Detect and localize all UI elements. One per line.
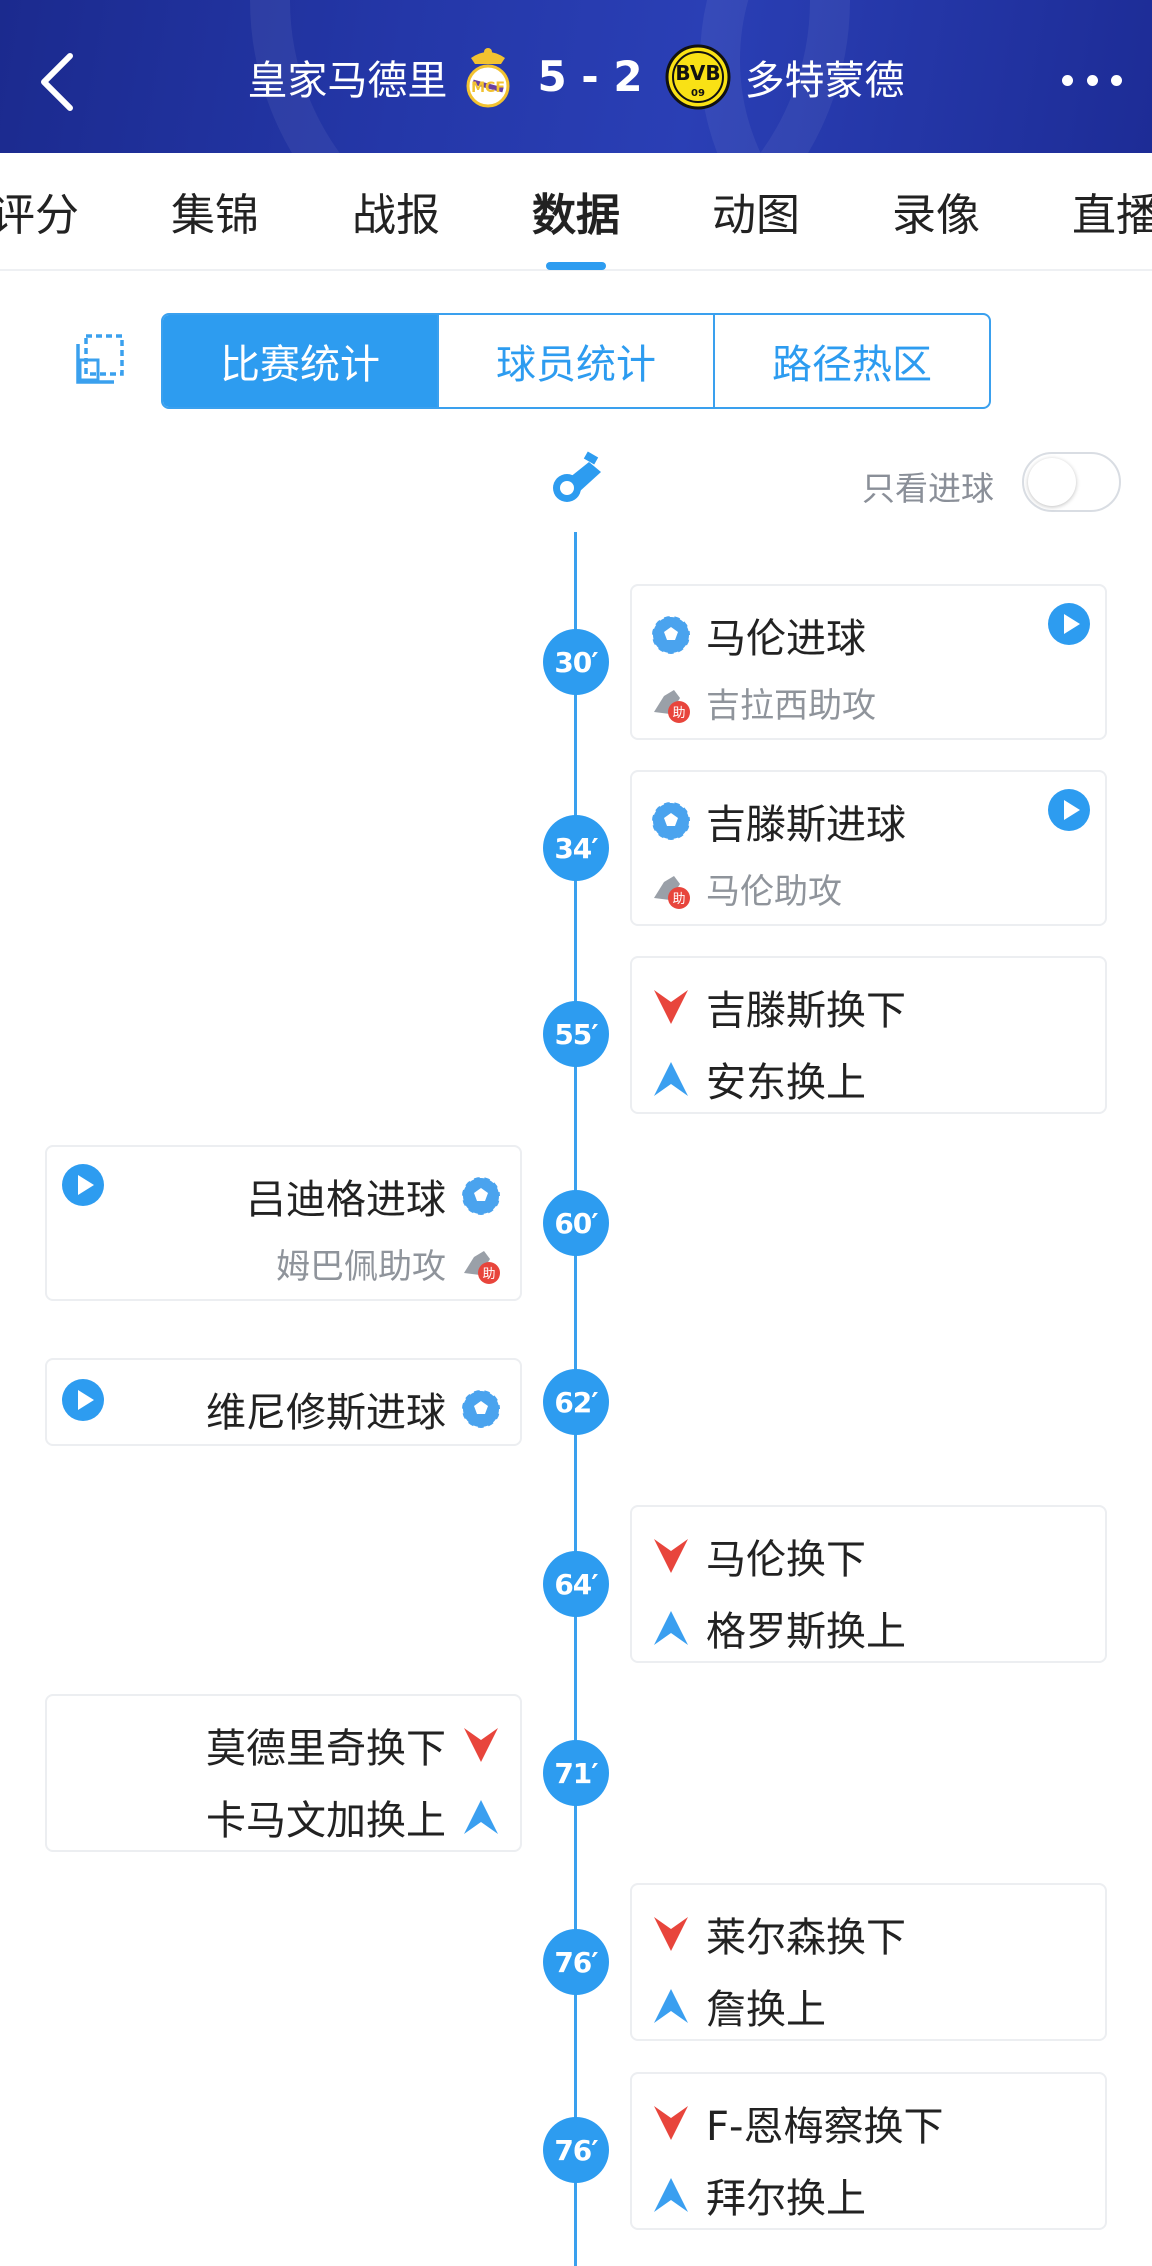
event-sub-out-text: 莱尔森换下: [706, 1915, 906, 1961]
play-video-icon[interactable]: [61, 1378, 105, 1422]
football-icon: [651, 801, 691, 841]
event-sub-in-text: 格罗斯换上: [706, 1609, 906, 1655]
tab-replay[interactable]: 录像: [892, 190, 980, 241]
minute-badge: 34′: [543, 815, 609, 881]
sub-out-arrow-icon: [654, 990, 688, 1024]
tab-gifs[interactable]: 动图: [712, 190, 800, 241]
event-card-substitution: 马伦换下 格罗斯换上: [630, 1505, 1107, 1663]
sub-in-arrow-icon: [464, 1800, 498, 1834]
play-video-icon[interactable]: [1047, 788, 1091, 832]
tab-rating[interactable]: 评分: [0, 190, 79, 241]
sub-in-arrow-icon: [654, 1989, 688, 2023]
sub-in-arrow-icon: [654, 1611, 688, 1645]
event-primary-text: 维尼修斯进球: [206, 1390, 446, 1436]
football-icon: [461, 1176, 501, 1216]
sub-in-arrow-icon: [654, 2178, 688, 2212]
sub-out-arrow-icon: [654, 2106, 688, 2140]
match-score: 5 - 2: [537, 52, 643, 101]
minute-badge: 55′: [543, 1001, 609, 1067]
event-secondary-text: 吉拉西助攻: [706, 686, 876, 726]
tab-data[interactable]: 数据: [532, 190, 620, 241]
svg-text:助: 助: [672, 706, 685, 721]
svg-text:助: 助: [672, 892, 685, 907]
segment-heat-map[interactable]: 路径热区: [772, 342, 932, 388]
assist-boot-icon: 助: [654, 689, 690, 723]
match-header: 皇家马德里 MCF 5 - 2 BVB 09 多特蒙德: [0, 0, 1152, 153]
minute-badge: 62′: [543, 1369, 609, 1435]
event-secondary-text: 姆巴佩助攻: [276, 1247, 446, 1287]
svg-text:MCF: MCF: [472, 80, 506, 96]
event-sub-in-text: 詹换上: [706, 1987, 826, 2033]
event-sub-out-text: 莫德里奇换下: [206, 1726, 446, 1772]
away-team-name: 多特蒙德: [744, 57, 905, 104]
sub-in-arrow-icon: [654, 1062, 688, 1096]
tab-live[interactable]: 直播: [1072, 190, 1152, 241]
svg-text:助: 助: [482, 1267, 495, 1282]
event-card-goal[interactable]: 马伦进球 助 吉拉西助攻: [630, 584, 1107, 740]
switch-view-icon[interactable]: [72, 330, 128, 388]
whistle-icon: [553, 451, 601, 502]
event-sub-out-text: 马伦换下: [706, 1537, 866, 1583]
segment-match-stats[interactable]: 比赛统计: [163, 315, 439, 407]
active-tab-indicator: [546, 262, 606, 270]
minute-badge: 71′: [543, 1740, 609, 1806]
more-icon[interactable]: [1062, 60, 1122, 100]
home-team-name: 皇家马德里: [247, 57, 448, 104]
segment-player-stats[interactable]: 球员统计: [439, 315, 715, 407]
minute-badge: 64′: [543, 1551, 609, 1617]
play-video-icon[interactable]: [1047, 602, 1091, 646]
event-sub-in-text: 卡马文加换上: [206, 1798, 446, 1844]
event-primary-text: 吉滕斯进球: [706, 802, 906, 848]
event-card-goal[interactable]: 吉滕斯进球 助 马伦助攻: [630, 770, 1107, 926]
football-icon: [651, 615, 691, 655]
minute-badge: 60′: [543, 1190, 609, 1256]
event-primary-text: 马伦进球: [706, 616, 866, 662]
event-sub-in-text: 安东换上: [706, 1060, 866, 1106]
svg-text:09: 09: [691, 88, 705, 99]
minute-badge: 76′: [543, 2117, 609, 2183]
only-goals-label: 只看进球: [862, 469, 994, 508]
event-card-goal[interactable]: 吕迪格进球 姆巴佩助攻 助: [45, 1145, 522, 1301]
stats-segmented-control: 比赛统计 球员统计 路径热区: [161, 313, 991, 409]
tab-highlights[interactable]: 集锦: [171, 190, 259, 241]
event-sub-out-text: 吉滕斯换下: [706, 988, 906, 1034]
football-icon: [461, 1389, 501, 1429]
minute-badge: 30′: [543, 629, 609, 695]
event-card-goal[interactable]: 维尼修斯进球: [45, 1358, 522, 1446]
event-card-substitution: 莫德里奇换下 卡马文加换上: [45, 1694, 522, 1852]
event-card-substitution: 吉滕斯换下 安东换上: [630, 956, 1107, 1114]
back-icon[interactable]: [34, 52, 82, 112]
real-madrid-crest-icon: MCF: [466, 47, 510, 107]
assist-boot-icon: 助: [654, 875, 690, 909]
dortmund-crest-icon: BVB 09: [665, 44, 731, 109]
minute-badge: 76′: [543, 1929, 609, 1995]
match-title: 皇家马德里 MCF 5 - 2 BVB 09 多特蒙德: [0, 0, 1152, 153]
event-card-substitution: F-恩梅察换下 拜尔换上: [630, 2072, 1107, 2230]
event-sub-out-text: F-恩梅察换下: [706, 2104, 944, 2150]
svg-text:BVB: BVB: [675, 61, 720, 85]
only-goals-toggle[interactable]: [1022, 452, 1121, 512]
match-tabs: 评分 集锦 战报 数据 动图 录像 直播: [0, 153, 1152, 271]
sub-out-arrow-icon: [654, 1917, 688, 1951]
event-secondary-text: 马伦助攻: [706, 872, 842, 912]
assist-boot-icon: 助: [464, 1250, 500, 1284]
sub-out-arrow-icon: [464, 1728, 498, 1762]
event-sub-in-text: 拜尔换上: [706, 2176, 866, 2222]
sub-out-arrow-icon: [654, 1539, 688, 1573]
event-card-substitution: 莱尔森换下 詹换上: [630, 1883, 1107, 2041]
event-primary-text: 吕迪格进球: [246, 1177, 446, 1223]
play-video-icon[interactable]: [61, 1163, 105, 1207]
tab-report[interactable]: 战报: [352, 190, 440, 241]
